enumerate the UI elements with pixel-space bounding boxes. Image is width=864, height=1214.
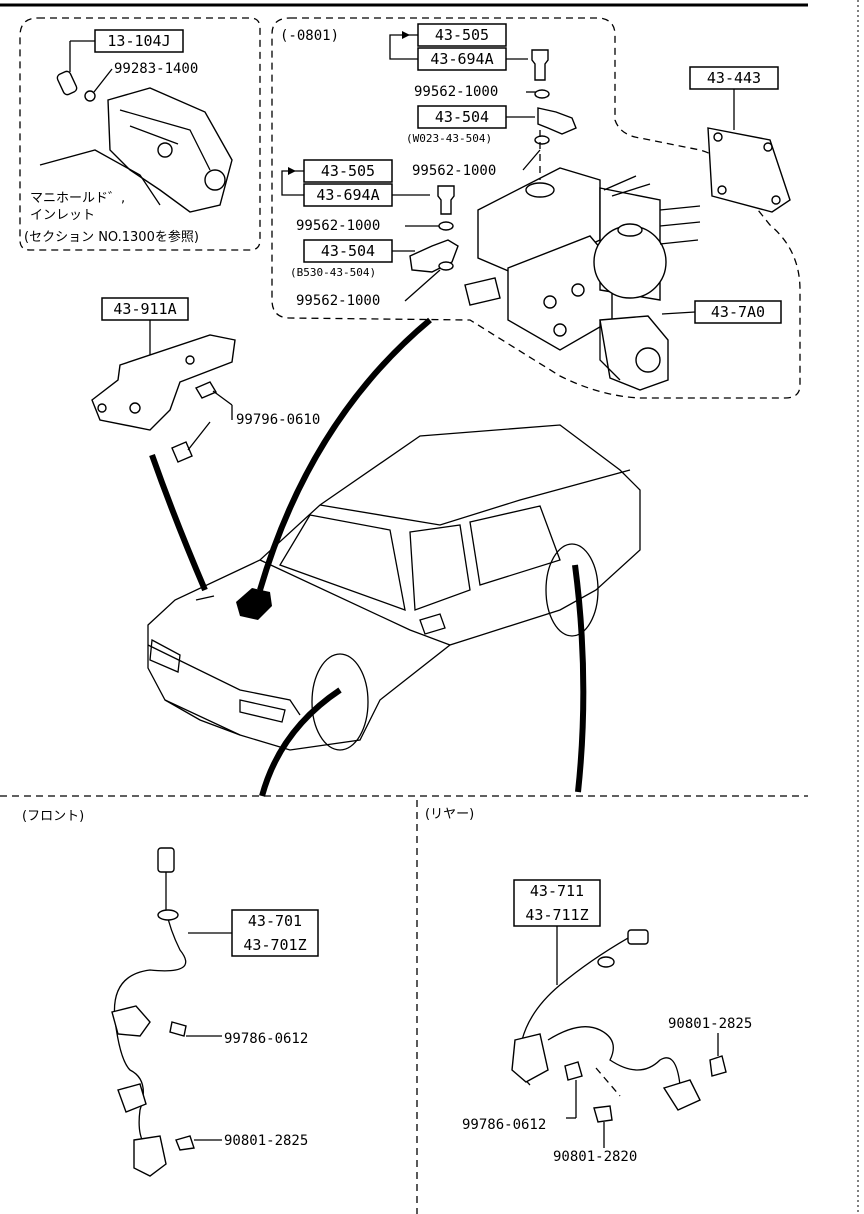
part-label: 43-7A0: [711, 303, 765, 321]
part-label: 90801-2825: [224, 1133, 308, 1149]
front-abs-sensor-part: [111, 847, 195, 1177]
part-label: (B530-43-504): [290, 266, 376, 279]
part-label: 43-711Z: [525, 906, 588, 924]
part-label: 43-504: [435, 108, 489, 126]
part-label: 43-443: [707, 69, 761, 87]
section-title: (リヤー): [425, 807, 474, 822]
front-sensor-panel: (フロント) 43-701 43-701Z 99786-0612 90801-2…: [22, 809, 319, 1177]
part-label: 43-711: [530, 882, 584, 900]
part-label: 43-701Z: [243, 936, 306, 954]
part-label: 13-104J: [107, 32, 170, 50]
part-label: 99562-1000: [296, 293, 380, 309]
variant-label: (-0801): [280, 28, 339, 44]
rear-sensor-panel: (リヤー) 43-711 43-711Z 90801-2825 99786-06…: [425, 807, 752, 1165]
hydraulic-unit-location-mark: [236, 588, 272, 620]
part-label: 99786-0612: [462, 1117, 546, 1133]
bracket-panel: 43-911A 99796-0610: [91, 297, 320, 463]
part-label: 43-694A: [316, 186, 379, 204]
abs-hydraulic-unit-part: [464, 167, 701, 391]
part-label: 90801-2820: [553, 1149, 637, 1165]
clamp-part: [84, 90, 96, 102]
part-label: 99796-0610: [236, 412, 320, 428]
part-label: 43-504: [321, 242, 375, 260]
union-fitting-part: [537, 107, 577, 135]
note-text: (セクション NO.1300を参照): [24, 229, 199, 245]
part-label: 43-694A: [430, 50, 493, 68]
vehicle-outline: [147, 317, 641, 797]
part-label: 43-701: [248, 912, 302, 930]
hose-part: [56, 70, 78, 96]
part-label: 99562-1000: [296, 218, 380, 234]
part-label: 99283-1400: [114, 61, 198, 77]
part-label: 43-505: [435, 26, 489, 44]
part-label: 43-911A: [113, 300, 176, 318]
note-text: インレット: [30, 208, 95, 223]
part-label: 43-505: [321, 162, 375, 180]
part-label: 99562-1000: [412, 163, 496, 179]
abs-bracket-part: [91, 334, 236, 431]
rear-abs-sensor-part: [511, 929, 727, 1123]
part-label: (W023-43-504): [406, 132, 492, 145]
hydraulic-unit-panel: (-0801) 43-505 43-694A 99562-1000 43-504…: [271, 17, 801, 399]
section-title: (フロント): [22, 809, 84, 824]
part-label: 99562-1000: [414, 84, 498, 100]
bleeder-screw-part: [531, 49, 549, 81]
note-text: マニホールド゛,: [30, 191, 125, 206]
inlet-manifold-panel: 13-104J 99283-1400 マニホールド゛, インレット (セクション…: [19, 17, 261, 251]
part-label: 90801-2825: [668, 1016, 752, 1032]
part-label: 99786-0612: [224, 1031, 308, 1047]
